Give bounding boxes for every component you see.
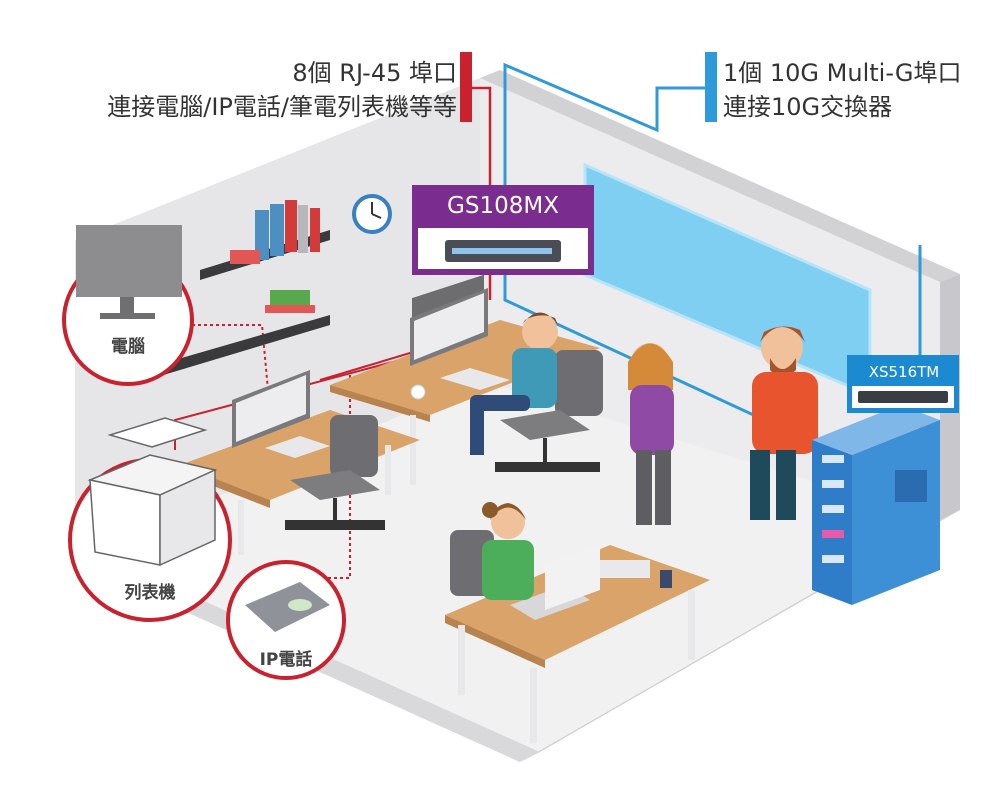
computer-label: 電腦 — [111, 337, 145, 357]
xs516tm-label: XS516TM — [868, 363, 940, 381]
ip-phone-label: IP電話 — [259, 650, 313, 670]
room — [75, 70, 960, 762]
standing-man — [750, 326, 818, 520]
gs108mx-callout — [412, 185, 594, 275]
ip-phone-callout — [226, 560, 346, 680]
ethernet-legend-bar — [460, 52, 472, 122]
multig-port-line1: 1個 10G Multi-G埠口 — [723, 59, 962, 87]
computer-callout — [62, 225, 194, 386]
multig-legend-bar — [705, 52, 717, 122]
xs516tm-callout — [847, 355, 959, 413]
wall-shelves — [140, 200, 330, 382]
seated-man — [470, 312, 558, 455]
standing-woman — [628, 343, 674, 525]
wall-clock — [352, 194, 392, 234]
seated-woman — [482, 502, 534, 600]
xs516tm-switch — [858, 391, 948, 403]
server-rack — [812, 405, 940, 605]
gs108mx-label: GS108MX — [447, 193, 559, 219]
front-desk — [445, 545, 710, 743]
printer-callout — [68, 417, 232, 622]
printer-label: 列表機 — [124, 583, 176, 603]
ethernet-ports-caption: 8個 RJ-45 埠口 連接電腦/IP電話/筆電列表機等等 — [107, 56, 457, 124]
ethernet-ports-line1: 8個 RJ-45 埠口 — [292, 59, 457, 87]
wall-top-edge — [480, 70, 960, 282]
multig-port-caption: 1個 10G Multi-G埠口 連接10G交換器 — [723, 56, 961, 124]
ethernet-ports-line2: 連接電腦/IP電話/筆電列表機等等 — [107, 93, 457, 121]
multig-port-line2: 連接10G交換器 — [723, 93, 893, 121]
